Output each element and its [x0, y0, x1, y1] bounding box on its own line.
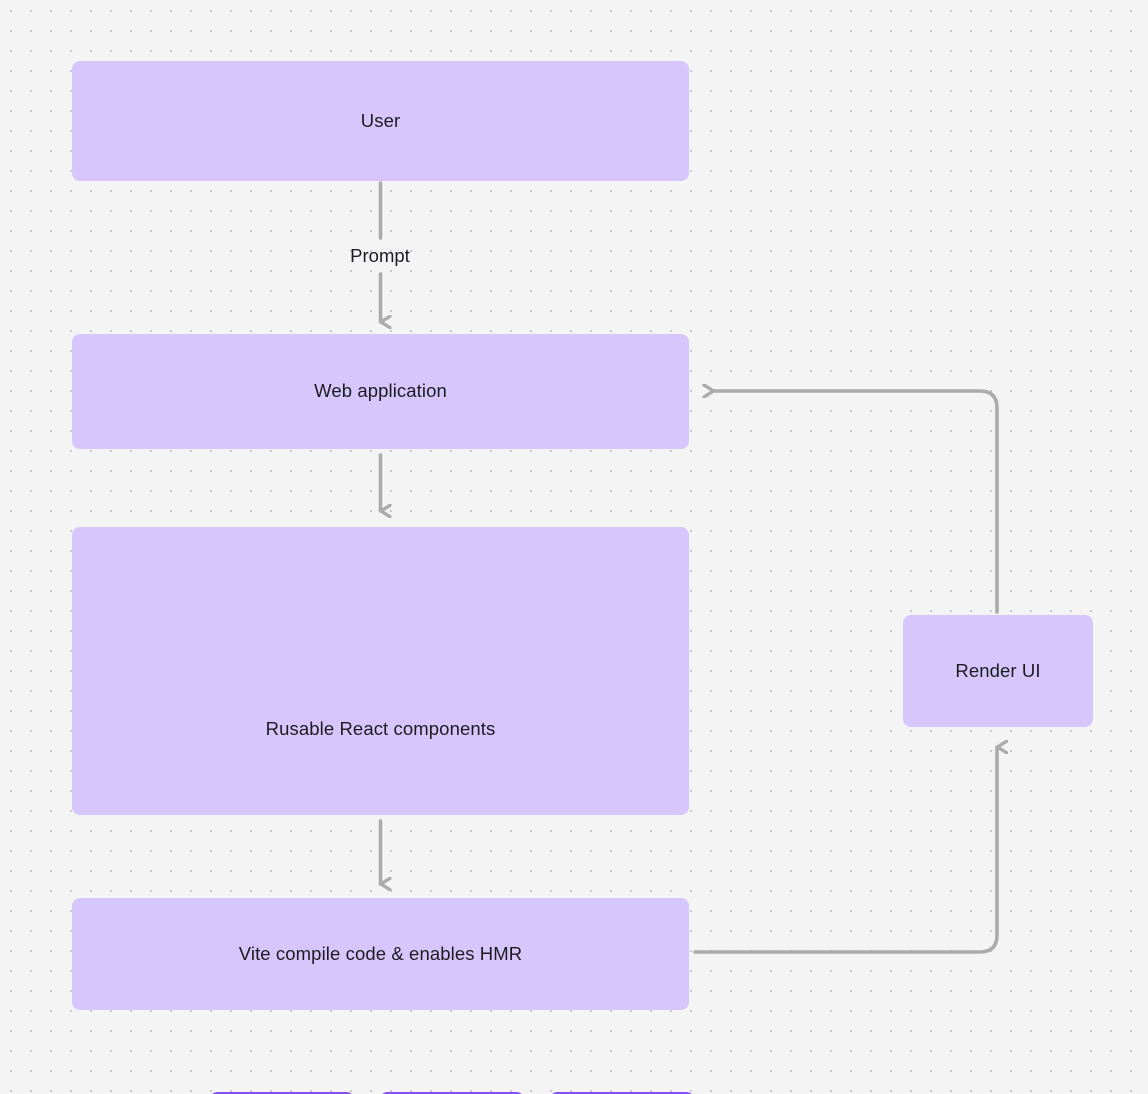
node-css[interactable]: CSS = Styles & Layouts — [379, 1092, 525, 1094]
node-vite[interactable]: Vite compile code & enables HMR — [72, 898, 689, 1010]
node-web-application[interactable]: Web application — [72, 334, 689, 449]
node-user-label: User — [360, 109, 401, 131]
edge-vite-to-render — [693, 747, 997, 954]
node-web-application-label: Web application — [314, 380, 447, 402]
node-render-ui[interactable]: Render UI — [903, 615, 1093, 727]
node-reusable-react-components-caption: Rusable React components — [265, 718, 496, 739]
edge-render-to-webapp — [714, 391, 999, 614]
node-javascript[interactable]: Javascript = Interactivity — [549, 1092, 695, 1094]
node-user[interactable]: User — [72, 61, 689, 181]
node-html[interactable]: HTML = structure — [209, 1092, 355, 1094]
node-reusable-react-components-group[interactable]: HTML = structure CSS = Styles & Layouts … — [72, 527, 695, 1094]
edge-label-prompt: Prompt — [350, 245, 410, 266]
node-render-ui-label: Render UI — [955, 659, 1041, 681]
node-vite-label: Vite compile code & enables HMR — [238, 942, 523, 964]
